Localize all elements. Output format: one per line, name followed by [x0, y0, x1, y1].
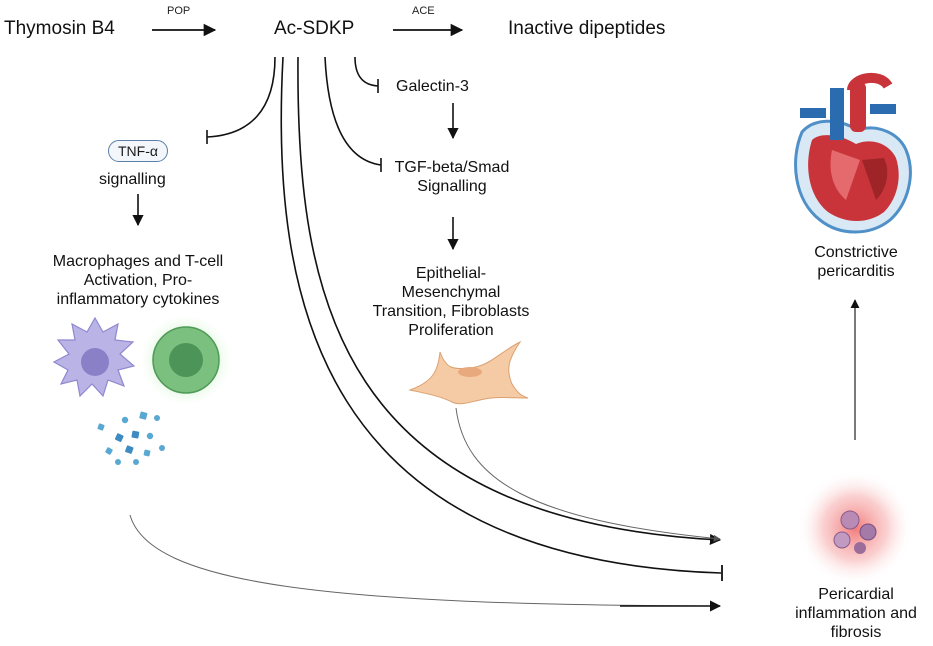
node-galectin-3: Galectin-3 — [396, 78, 469, 95]
node-tnf-signalling: signalling — [99, 171, 166, 188]
inhibit-acsdkp-pif — [280, 56, 722, 574]
node-macrophages-tcell: Macrophages and T-cell Activation, Pro- … — [52, 253, 224, 308]
node-pericardial-inflammation: Pericardial inflammation and fibrosis — [795, 586, 917, 641]
inhibit-tgf — [324, 56, 382, 166]
node-tnf-alpha-pill: TNF-α — [108, 140, 168, 162]
arrow-cytokines-pif — [129, 514, 721, 607]
fibroblast-icon — [408, 340, 529, 405]
inhibit-galectin — [354, 56, 379, 87]
macrophage-icon — [52, 316, 136, 398]
node-inactive-dipeptides: Inactive dipeptides — [508, 18, 666, 39]
arrow-acsdkp-pif — [297, 56, 722, 546]
edge-label-pop: POP — [167, 5, 191, 17]
node-constrictive-pericarditis: Constrictive pericarditis — [814, 244, 898, 280]
inflammation-icon — [797, 470, 913, 586]
node-emt-fibroblasts: Epithelial- Mesenchymal Transition, Fibr… — [372, 265, 530, 339]
node-thymosin-b4: Thymosin B4 — [4, 18, 115, 39]
edge-label-ace: ACE — [412, 5, 435, 17]
node-ac-sdkp: Ac-SDKP — [274, 18, 355, 39]
heart-icon — [794, 72, 912, 234]
cytokines-icon — [97, 411, 165, 465]
t-cell-icon — [138, 312, 234, 408]
node-tgf-beta: TGF-beta/Smad Signalling — [394, 159, 510, 195]
arrow-fibroblast-pif — [455, 407, 721, 542]
inhibit-tnf — [206, 56, 276, 138]
